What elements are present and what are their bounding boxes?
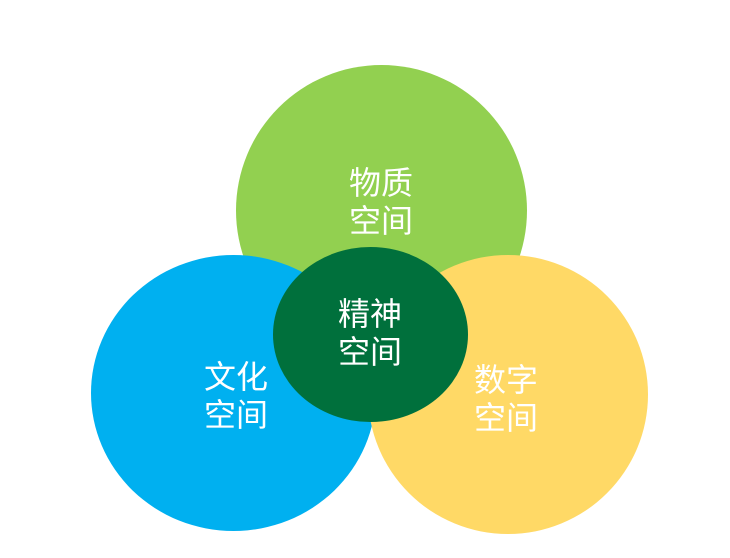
spiritual-space-circle	[273, 247, 468, 422]
digital-space-label: 数字 空间	[466, 361, 546, 437]
spiritual-space-label: 精神 空间	[330, 295, 410, 371]
cultural-space-label: 文化 空间	[196, 358, 276, 434]
cultural-space-label-line1: 文化	[203, 358, 268, 396]
spiritual-space-label-line2: 空间	[337, 333, 402, 371]
cultural-space-label-line2: 空间	[203, 396, 268, 434]
spiritual-space-label-line1: 精神	[337, 295, 402, 333]
digital-space-label-line2: 空间	[473, 399, 538, 437]
physical-space-label: 物质 空间	[341, 164, 421, 240]
physical-space-label-line1: 物质	[348, 164, 413, 202]
physical-space-label-line2: 空间	[348, 202, 413, 240]
digital-space-label-line1: 数字	[473, 361, 538, 399]
